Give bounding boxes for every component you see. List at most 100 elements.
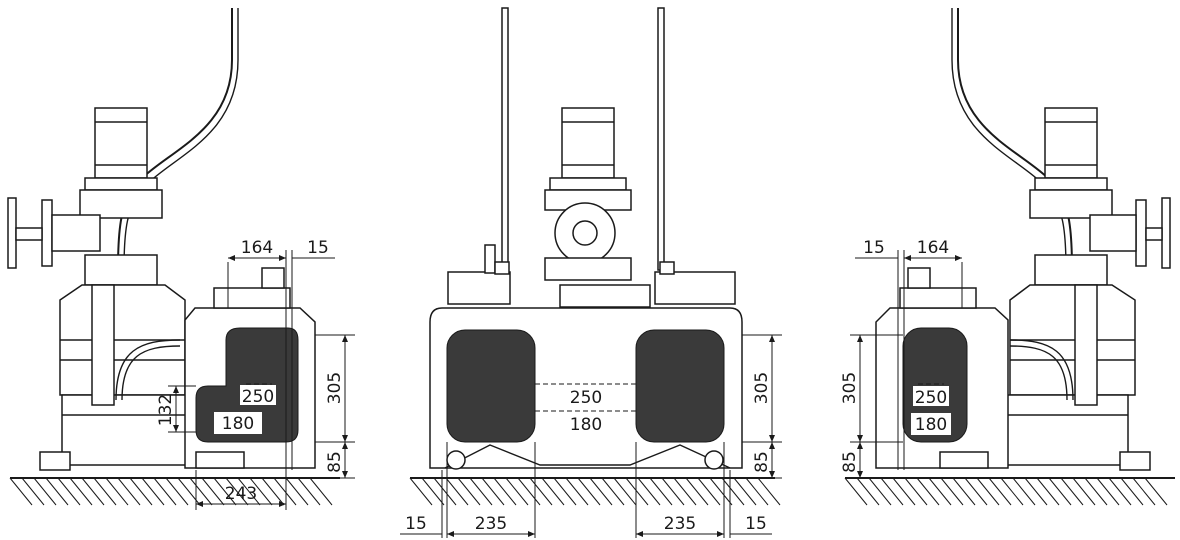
- center-dim-right-235: 235: [664, 514, 696, 534]
- ground-hatch-line: [237, 477, 261, 506]
- ground-hatch-line: [709, 477, 733, 506]
- ground-hatch-line: [433, 477, 457, 506]
- ground-hatch-line: [213, 477, 237, 506]
- ground-hatch-line: [577, 477, 601, 506]
- ground-hatch-line: [661, 477, 685, 506]
- ground-hatch-line: [189, 477, 213, 506]
- ground-hatch-line: [613, 477, 637, 506]
- right-dim-164: 164: [917, 238, 949, 258]
- right-dim-85: 85: [840, 451, 860, 473]
- ground-hatch-line: [105, 477, 129, 506]
- ground-hatch-line: [33, 477, 57, 506]
- ground-hatch-line: [1108, 477, 1132, 506]
- ground-hatch-line: [273, 477, 297, 506]
- left-dim-132: 132: [156, 394, 176, 426]
- ground-hatch-line: [57, 477, 81, 506]
- ground-hatch-line: [1096, 477, 1120, 506]
- left-dim-85: 85: [325, 451, 345, 473]
- ground-hatch-line: [261, 477, 285, 506]
- ground-hatch-line: [1120, 477, 1144, 506]
- center-motor: [561, 107, 615, 179]
- center-dim-left-15: 15: [405, 514, 427, 534]
- ground-hatch-line: [721, 477, 745, 506]
- right-flange-valve: [1089, 197, 1171, 269]
- ground-hatch-line: [697, 477, 721, 506]
- center-pipe-right: [657, 7, 665, 271]
- left-dim-305: 305: [325, 372, 345, 404]
- ground-hatch-line: [1132, 477, 1156, 506]
- ground-hatch-line: [153, 477, 177, 506]
- ground-hatch-line: [928, 477, 952, 506]
- ground-hatch-line: [297, 477, 321, 506]
- right-discharge-pipe: [957, 8, 1073, 271]
- ground-hatch-line: [601, 477, 625, 506]
- right-label-180: 180: [915, 415, 947, 435]
- ground-hatch-line: [565, 477, 589, 506]
- ground-hatch-line: [844, 477, 868, 506]
- ground-hatch-line: [529, 477, 553, 506]
- center-dim-left-235: 235: [475, 514, 507, 534]
- ground-hatch-line: [1048, 477, 1072, 506]
- center-dim-85: 85: [752, 451, 772, 473]
- ground-hatch-line: [309, 477, 333, 506]
- ground-hatch-line: [505, 477, 529, 506]
- ground-hatch-line: [129, 477, 153, 506]
- ground-hatch-line: [9, 477, 33, 506]
- left-flange-valve: [7, 197, 101, 269]
- right-motor: [1044, 107, 1098, 179]
- ground-hatch-line: [177, 477, 201, 506]
- ground-hatch-line: [1060, 477, 1084, 506]
- left-discharge-pipe: [117, 8, 233, 271]
- ground-hatch-line: [745, 477, 769, 506]
- left-dim-164: 164: [241, 238, 273, 258]
- left-motor: [94, 107, 148, 179]
- right-label-250: 250: [915, 388, 947, 408]
- left-view: 250 180 164 15 305 85 132 243: [7, 8, 355, 510]
- center-dim-305: 305: [752, 372, 772, 404]
- center-label-180: 180: [570, 415, 602, 435]
- ground-hatch-line: [225, 477, 249, 506]
- ground-hatch-line: [1012, 477, 1036, 506]
- ground-hatch-line: [285, 477, 309, 506]
- ground-hatch-line: [673, 477, 697, 506]
- center-view: 250 180 305 85 15 235 235 15: [400, 7, 782, 538]
- right-view: 250 180 15 164 305 85: [840, 8, 1175, 506]
- ground-hatch-line: [481, 477, 505, 506]
- ground-hatch-line: [117, 477, 141, 506]
- ground-hatch-line: [1072, 477, 1096, 506]
- ground-hatch-line: [964, 477, 988, 506]
- left-dim-15: 15: [307, 238, 329, 258]
- ground-hatch-line: [916, 477, 940, 506]
- ground-hatch-line: [733, 477, 757, 506]
- left-dim-243: 243: [225, 484, 257, 504]
- center-service-zone-right: [635, 329, 725, 443]
- center-service-zone-left: [446, 329, 536, 443]
- ground-hatch-line: [165, 477, 189, 506]
- ground-hatch-line: [541, 477, 565, 506]
- ground-hatch-line: [988, 477, 1012, 506]
- right-dim-15: 15: [863, 238, 885, 258]
- ground-hatch-line: [904, 477, 928, 506]
- ground-hatch-line: [1000, 477, 1024, 506]
- ground-hatch-line: [868, 477, 892, 506]
- ground-hatch-line: [880, 477, 904, 506]
- ground-hatch-line: [249, 477, 273, 506]
- ground-hatch-line: [952, 477, 976, 506]
- ground-hatch-line: [856, 477, 880, 506]
- left-ground: [9, 477, 340, 506]
- ground-hatch-line: [637, 477, 661, 506]
- ground-hatch-line: [589, 477, 613, 506]
- ground-hatch-line: [1144, 477, 1168, 506]
- ground-hatch-line: [940, 477, 964, 506]
- ground-hatch-line: [892, 477, 916, 506]
- ground-hatch-line: [409, 477, 433, 506]
- ground-hatch-line: [1084, 477, 1108, 506]
- ground-hatch-line: [445, 477, 469, 506]
- center-pipe-left: [501, 7, 509, 271]
- ground-hatch-line: [976, 477, 1000, 506]
- ground-hatch-line: [93, 477, 117, 506]
- ground-hatch-line: [69, 477, 93, 506]
- ground-hatch-line: [469, 477, 493, 506]
- ground-hatch-line: [45, 477, 69, 506]
